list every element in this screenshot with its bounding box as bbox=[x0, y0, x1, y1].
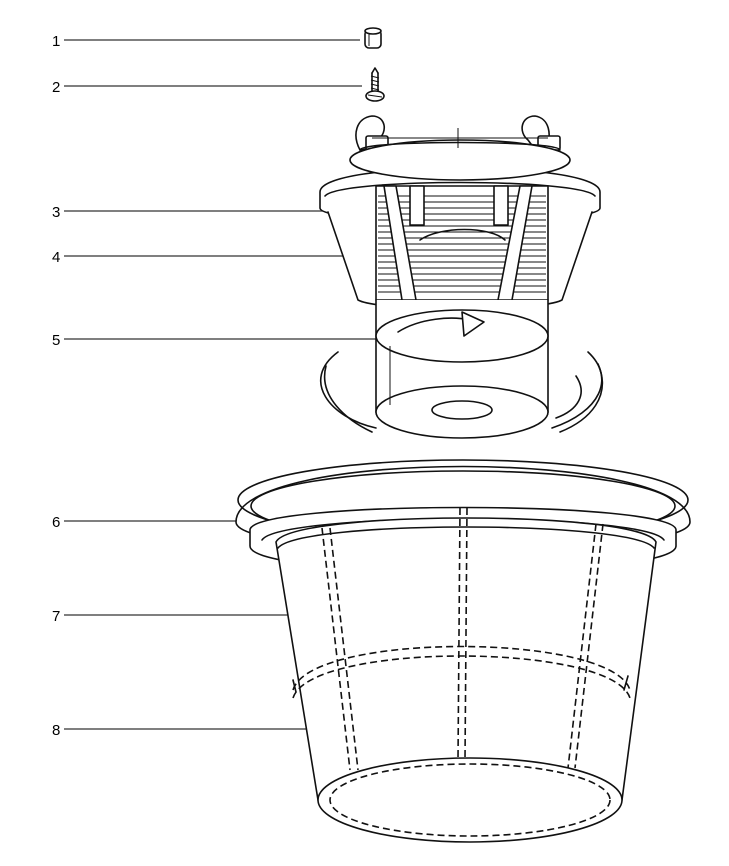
part-8-basket-ribs bbox=[292, 507, 631, 771]
callout-2: 2 bbox=[52, 79, 362, 96]
part-1-cap-nut bbox=[364, 27, 382, 49]
callout-label-7: 7 bbox=[52, 608, 60, 625]
part-3-flange-housing bbox=[319, 115, 601, 310]
part-4-thread bbox=[378, 195, 546, 293]
callout-5: 5 bbox=[52, 332, 388, 349]
callout-label-6: 6 bbox=[52, 514, 60, 531]
callout-label-5: 5 bbox=[52, 332, 60, 349]
callout-1: 1 bbox=[52, 33, 360, 50]
callout-6: 6 bbox=[52, 514, 248, 531]
callout-4: 4 bbox=[52, 249, 382, 266]
callout-label-8: 8 bbox=[52, 722, 60, 739]
callout-label-3: 3 bbox=[52, 204, 60, 221]
part-2-screw bbox=[365, 67, 385, 102]
callout-label-1: 1 bbox=[52, 33, 60, 50]
callout-8: 8 bbox=[52, 722, 348, 739]
callout-label-2: 2 bbox=[52, 79, 60, 96]
callout-3: 3 bbox=[52, 204, 344, 221]
callout-7: 7 bbox=[52, 608, 290, 625]
callout-label-4: 4 bbox=[52, 249, 60, 266]
part-5-rotating-sleeve bbox=[319, 299, 604, 439]
